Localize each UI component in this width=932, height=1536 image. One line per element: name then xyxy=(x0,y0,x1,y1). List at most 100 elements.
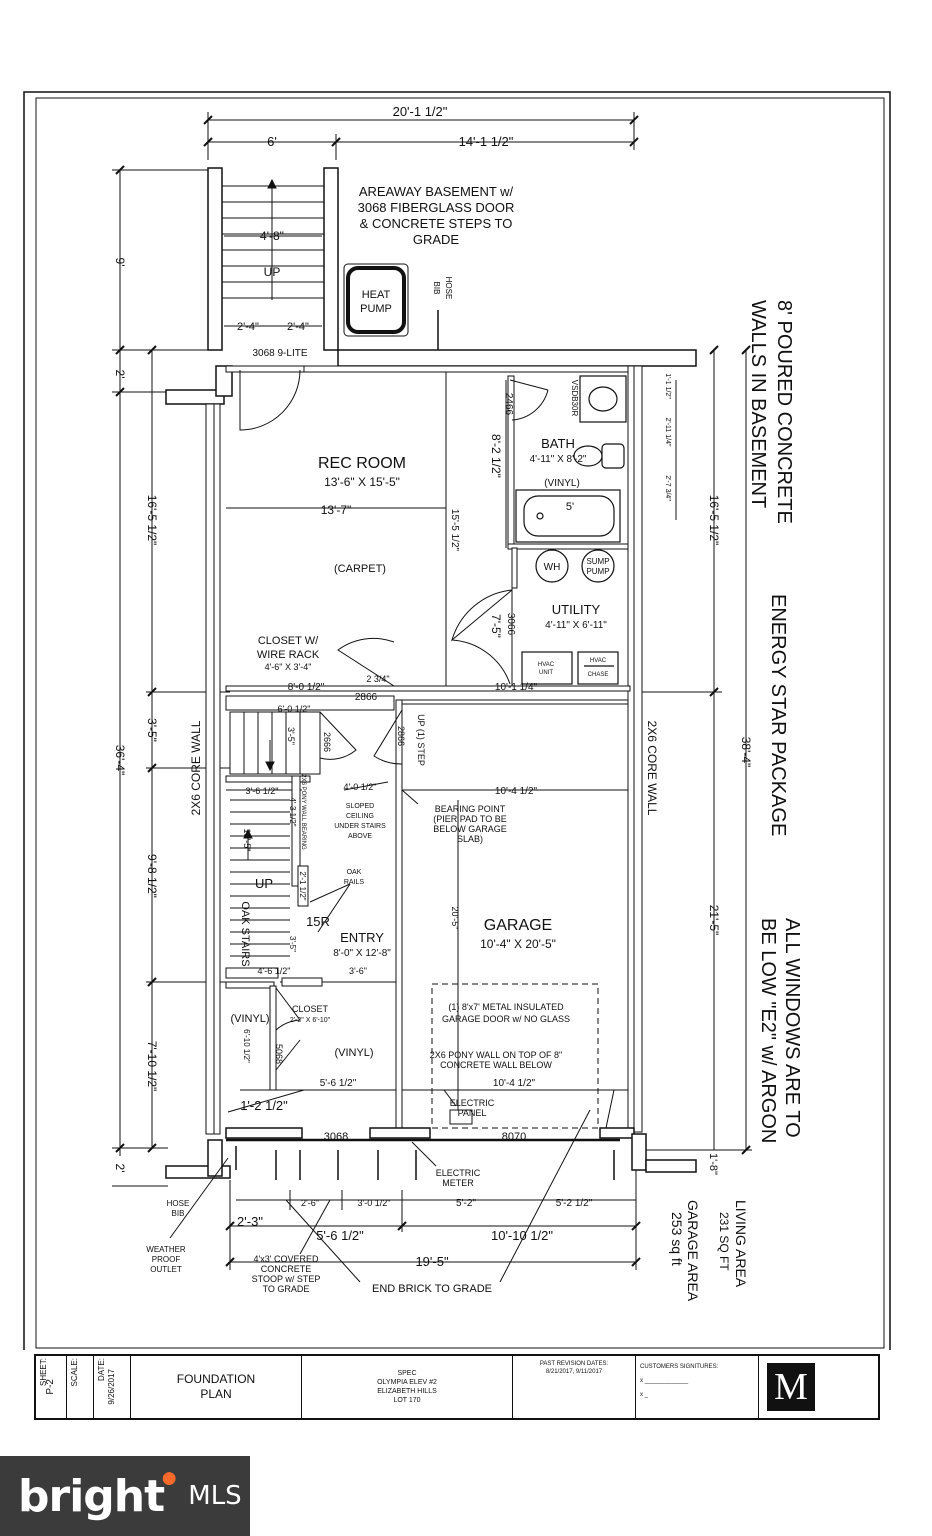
hvac-chase-1: HVAC xyxy=(590,658,607,664)
toilet xyxy=(601,443,625,469)
dim-left-98: 9'-8 1/2" xyxy=(145,854,159,898)
dim-garage-w2: 10'-4 1/2" xyxy=(493,1078,536,1089)
dim-stair-d2: 4'-0 1/2" xyxy=(344,782,377,792)
living-area-1: LIVING AREA xyxy=(733,1200,749,1288)
dim-entry-w: 5'-6 1/2" xyxy=(320,1078,357,1089)
garage-area-2: 253 sq ft xyxy=(669,1212,685,1266)
core-wall-right-outer xyxy=(633,365,643,1133)
bath-fixtures xyxy=(515,375,627,543)
tb-spec-4: LOT 170 xyxy=(393,1397,421,1404)
dim-left-overall: 36'-4" xyxy=(113,745,127,776)
hose-bib-top-1: HOSE xyxy=(444,277,453,300)
tb-date-cell: DATE: 9/26/2017 xyxy=(94,1356,131,1418)
core-wall-left-inner xyxy=(213,403,221,1135)
dim-entry-d1: 2'-1 1/2" xyxy=(298,871,307,900)
areaway-note-1: AREAWAY BASEMENT w/ xyxy=(359,184,514,199)
bath-vinyl: (VINYL) xyxy=(544,478,580,489)
dim-stair-d4: 4'-3 1/2" xyxy=(288,797,297,826)
leader-lines xyxy=(169,781,615,1283)
dim-top-left: 6' xyxy=(267,134,277,149)
tb-revision-cell: PAST REVISION DATES: 8/21/2017, 9/11/201… xyxy=(513,1356,636,1418)
foundation-wall-corner xyxy=(215,365,233,397)
dim-entry-d2: 3'-5" xyxy=(288,936,297,952)
rec-room-dims: 13'-6" X 15'-5" xyxy=(324,475,400,489)
dim-stair-d3: 13'-5" xyxy=(242,829,252,852)
dim-stair-half-right: 2'-4" xyxy=(287,321,309,333)
dim-bath-c: 2'-7 3/4" xyxy=(664,475,671,501)
stoop-posts xyxy=(235,1146,615,1180)
tb-revision-value: 8/21/2017, 9/11/2017 xyxy=(545,1369,603,1375)
closet-small-label: CLOSET xyxy=(292,1004,329,1014)
dim-right-215: 21'-5" xyxy=(707,905,721,936)
note-energy-star: ENERGY STAR PACKAGE xyxy=(767,594,789,836)
garage-door-note-2: GARAGE DOOR w/ NO GLASS xyxy=(442,1014,570,1024)
utility-dims: 4'-11" X 6'-11" xyxy=(545,620,607,631)
dim-bottom-30: 3'-0 1/2" xyxy=(358,1198,391,1208)
stoop-note-2: CONCRETE xyxy=(261,1264,312,1274)
oak-stairs-label: OAK STAIRS xyxy=(239,901,251,966)
dim-stair-d1: 3'-6 1/2" xyxy=(246,786,279,796)
dim-bath-a: 1'-1 1/2" xyxy=(664,373,671,399)
vanity-label: VSDB30R xyxy=(570,380,579,417)
dim-garage-d1: 20'-5" xyxy=(450,907,460,930)
stoop-note-1: 4'x3' COVERED xyxy=(254,1254,319,1264)
door-5068-label: 5068 xyxy=(274,1044,284,1064)
door-9lite-swing xyxy=(239,369,301,431)
core-wall-right xyxy=(627,365,635,1133)
garage-area-1: GARAGE AREA xyxy=(685,1200,701,1302)
sump-pump xyxy=(581,549,615,583)
dim-closet-d1: 6'-0 1/2" xyxy=(278,704,311,714)
tb-spec-3: ELIZABETH HILLS xyxy=(377,1388,437,1395)
note-windows-2: BE LOW "E2" w/ ARGON xyxy=(757,918,779,1143)
tb-sheet-cell: SHEET: P-2 xyxy=(36,1356,67,1418)
bearing-2: (PIER PAD TO BE xyxy=(433,814,507,824)
oak-rails-1: OAK xyxy=(347,869,362,876)
tb-spec-2: OLYMPIA ELEV #2 xyxy=(377,1379,437,1386)
areaway-wall-right xyxy=(323,167,339,351)
garage-door-note-1: (1) 8'x7' METAL INSULATED xyxy=(448,1002,564,1012)
tb-spec-cell: SPEC OLYMPIA ELEV #2 ELIZABETH HILLS LOT… xyxy=(302,1356,513,1418)
sump-label-2: PUMP xyxy=(586,567,609,576)
dim-stair-width: 4'-8" xyxy=(260,229,284,243)
areaway-note-2: 3068 FIBERGLASS DOOR xyxy=(358,200,515,215)
risers-label: 15R xyxy=(306,914,330,929)
tb-title-1: FOUNDATION xyxy=(176,1372,256,1386)
dim-right-overall: 38'-4" xyxy=(739,737,753,768)
heat-pump xyxy=(346,266,406,334)
bearing-1: BEARING POINT xyxy=(435,804,506,814)
sump-label-1: SUMP xyxy=(586,557,609,566)
tb-title-cell: FOUNDATION PLAN xyxy=(131,1356,302,1418)
dim-rec-depth: 15'-5 1/2" xyxy=(449,509,460,552)
foundation-wall-top xyxy=(337,349,697,367)
sloped-3: UNDER STAIRS xyxy=(334,823,386,830)
oak-stairs xyxy=(229,711,323,987)
beam-label: 2X6 PONY WALL BEARING xyxy=(300,774,306,850)
sloped-2: CEILING xyxy=(346,813,374,820)
dim-right-16: 16'-5 1/2" xyxy=(707,495,721,546)
stoop-note-3: STOOP w/ STEP xyxy=(252,1274,321,1284)
door-3066-label: 3066 xyxy=(505,613,516,636)
garage-dims: 10'-4" X 20'-5" xyxy=(480,937,556,951)
vinyl-left-label: (VINYL) xyxy=(230,1013,269,1025)
dim-garage-w1: 10'-4 1/2" xyxy=(495,786,538,797)
dim-bath-b: 2'-11 1/4" xyxy=(664,418,671,448)
areaway-up-label: UP xyxy=(264,265,281,279)
heat-pump-label-1: HEAT xyxy=(362,289,391,301)
tb-spec-1: SPEC xyxy=(397,1370,417,1377)
door-swings xyxy=(239,369,549,1071)
entry-label: ENTRY xyxy=(340,930,384,945)
tb-title-2: PLAN xyxy=(200,1387,232,1401)
bearing-3: BELOW GARAGE xyxy=(433,824,507,834)
dim-vinyl-d: 6'-10 1/2" xyxy=(242,1029,251,1063)
closet-small-dims: 2'-2" X 6'-10" xyxy=(290,1017,331,1024)
bright-mls-watermark: bright ● MLS xyxy=(0,1456,250,1536)
closet-wire-3: 4'-6" X 3'-4" xyxy=(265,662,312,672)
dim-left-35: 3'-5" xyxy=(145,718,159,742)
garage-label: GARAGE xyxy=(484,917,552,934)
dim-left-2-bottom: 2' xyxy=(113,1164,127,1173)
tb-signature-cell: CUSTOMERS SIGNITURES: x _____________ x … xyxy=(636,1356,759,1418)
hvac-unit-1: HVAC xyxy=(538,662,555,668)
hose-bib-bottom-2: BIB xyxy=(172,1209,185,1218)
dim-utility-depth: 7'-5" xyxy=(489,614,503,638)
closet-wire-1: CLOSET W/ xyxy=(258,635,319,647)
